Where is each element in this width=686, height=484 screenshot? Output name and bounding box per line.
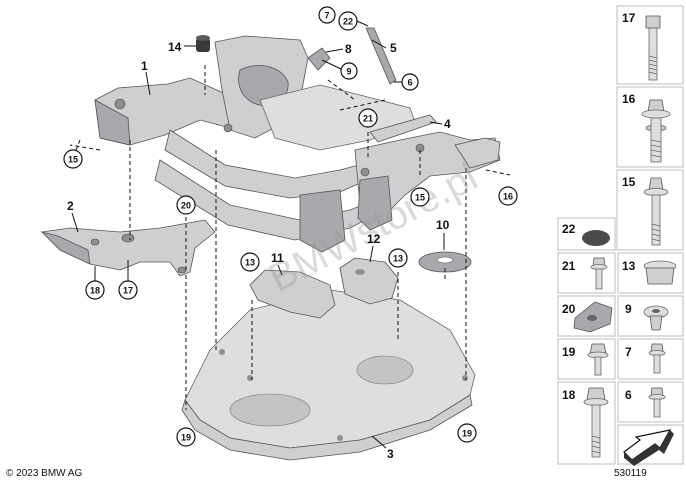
callout-15-ring-right: 15 [410, 187, 430, 207]
stay-strut-part [365, 27, 397, 85]
callout-13-left: 13 [245, 258, 255, 268]
expanding-rivet-icon [643, 305, 669, 331]
parts-row-15: 15 [616, 169, 684, 251]
parts-label-9: 9 [625, 302, 632, 316]
bracket-8-part [307, 47, 331, 71]
parts-label-16: 16 [622, 92, 636, 106]
bracket-nut-icon [573, 301, 613, 333]
callout-4: 4 [444, 117, 451, 131]
stud-bolt-icon [583, 387, 609, 458]
parts-table: 17 16 15 [557, 5, 684, 466]
callout-19-ring-right: 19 [457, 423, 477, 443]
callout-16: 16 [503, 192, 513, 202]
parts-cell-22: 22 [557, 217, 616, 251]
callout-18: 18 [90, 286, 100, 296]
callout-19-ring-left: 19 [176, 427, 196, 447]
callout-3: 3 [387, 447, 394, 461]
parts-label-13: 13 [622, 259, 636, 273]
lower-bracket-part [40, 219, 216, 277]
assembly-dash-lines [69, 65, 511, 410]
callout-13-ring-left: 13 [240, 252, 260, 272]
support-bar-part [369, 114, 437, 143]
flange-bolt-icon [641, 99, 671, 163]
small-screw-icon [648, 387, 666, 418]
callout-7-ring: 7 [318, 6, 336, 24]
parts-cell-20: 20 [557, 295, 616, 337]
callout-14: 14 [168, 40, 182, 54]
callout-17-ring: 17 [118, 260, 138, 300]
arrow-symbol-icon [623, 429, 674, 466]
callout-13-ring-right: 13 [388, 248, 408, 268]
callout-13-right: 13 [393, 254, 403, 264]
copyright-text: © 2023 BMW AG [6, 468, 83, 479]
callout-9-ring: 9 [321, 59, 358, 80]
parts-row-16: 16 [616, 86, 684, 168]
parts-label-7: 7 [625, 345, 632, 359]
underbody-shield-part [181, 289, 476, 461]
long-flange-bolt-icon [643, 177, 669, 246]
parts-label-21: 21 [562, 259, 576, 273]
callout-10: 10 [436, 218, 450, 232]
callout-20: 20 [181, 201, 191, 211]
callout-1: 1 [141, 59, 148, 73]
parts-label-18: 18 [562, 388, 576, 402]
small-bolt-icon [648, 343, 666, 374]
front-axle-carrier-illustration: BMWstore.pl [40, 27, 511, 461]
cover-part [339, 257, 399, 305]
callout-15-ring-left: 15 [63, 149, 83, 169]
callout-15-right: 15 [415, 193, 425, 203]
callout-6: 6 [407, 78, 412, 88]
callout-9: 9 [346, 67, 351, 77]
parts-label-17: 17 [622, 11, 636, 25]
callout-5: 5 [390, 41, 397, 55]
parts-row-17: 17 [616, 5, 684, 85]
parts-cell-18: 18 [557, 381, 616, 465]
callout-2: 2 [67, 199, 74, 213]
parts-label-6: 6 [625, 388, 632, 402]
callout-15-left: 15 [68, 155, 78, 165]
right-mount-part [454, 137, 501, 169]
parts-label-15: 15 [622, 175, 636, 189]
parts-cell-21: 21 [557, 252, 616, 294]
callout-6-ring: 6 [394, 73, 419, 91]
callouts: 1 2 3 4 5 8 10 11 12 14 7 22 9 [63, 6, 518, 461]
parts-cell-13: 13 [617, 252, 684, 294]
drawing-number: 530119 [614, 468, 647, 479]
callout-21-ring: 21 [358, 108, 378, 128]
callout-11: 11 [271, 251, 284, 265]
plug-icon [643, 260, 677, 285]
short-bolt-icon [590, 257, 608, 290]
callout-12: 12 [367, 232, 381, 246]
callout-20-ring: 20 [176, 195, 196, 215]
parts-cell-arrow [617, 424, 684, 466]
parts-label-22: 22 [562, 222, 576, 236]
hex-bolt-icon [587, 343, 609, 376]
callout-16-ring: 16 [498, 186, 518, 206]
parts-cell-6: 6 [617, 381, 684, 423]
parts-label-20: 20 [562, 302, 576, 316]
callout-19-left: 19 [181, 433, 191, 443]
callout-8: 8 [345, 42, 352, 56]
long-bolt-icon [645, 15, 661, 81]
callout-19-right: 19 [462, 429, 472, 439]
callout-22: 22 [343, 17, 353, 27]
parts-cell-19: 19 [557, 338, 616, 380]
callout-22-ring: 22 [338, 11, 369, 31]
small-shield-part [249, 269, 336, 319]
parts-cell-7: 7 [617, 338, 684, 380]
round-cap-icon [582, 230, 610, 246]
callout-7: 7 [324, 11, 329, 21]
parts-label-19: 19 [562, 345, 576, 359]
rubber-mount-part [196, 35, 210, 52]
parts-cell-9: 9 [617, 295, 684, 337]
callout-18-ring: 18 [85, 266, 105, 300]
callout-21: 21 [363, 114, 373, 124]
callout-17: 17 [123, 286, 133, 296]
